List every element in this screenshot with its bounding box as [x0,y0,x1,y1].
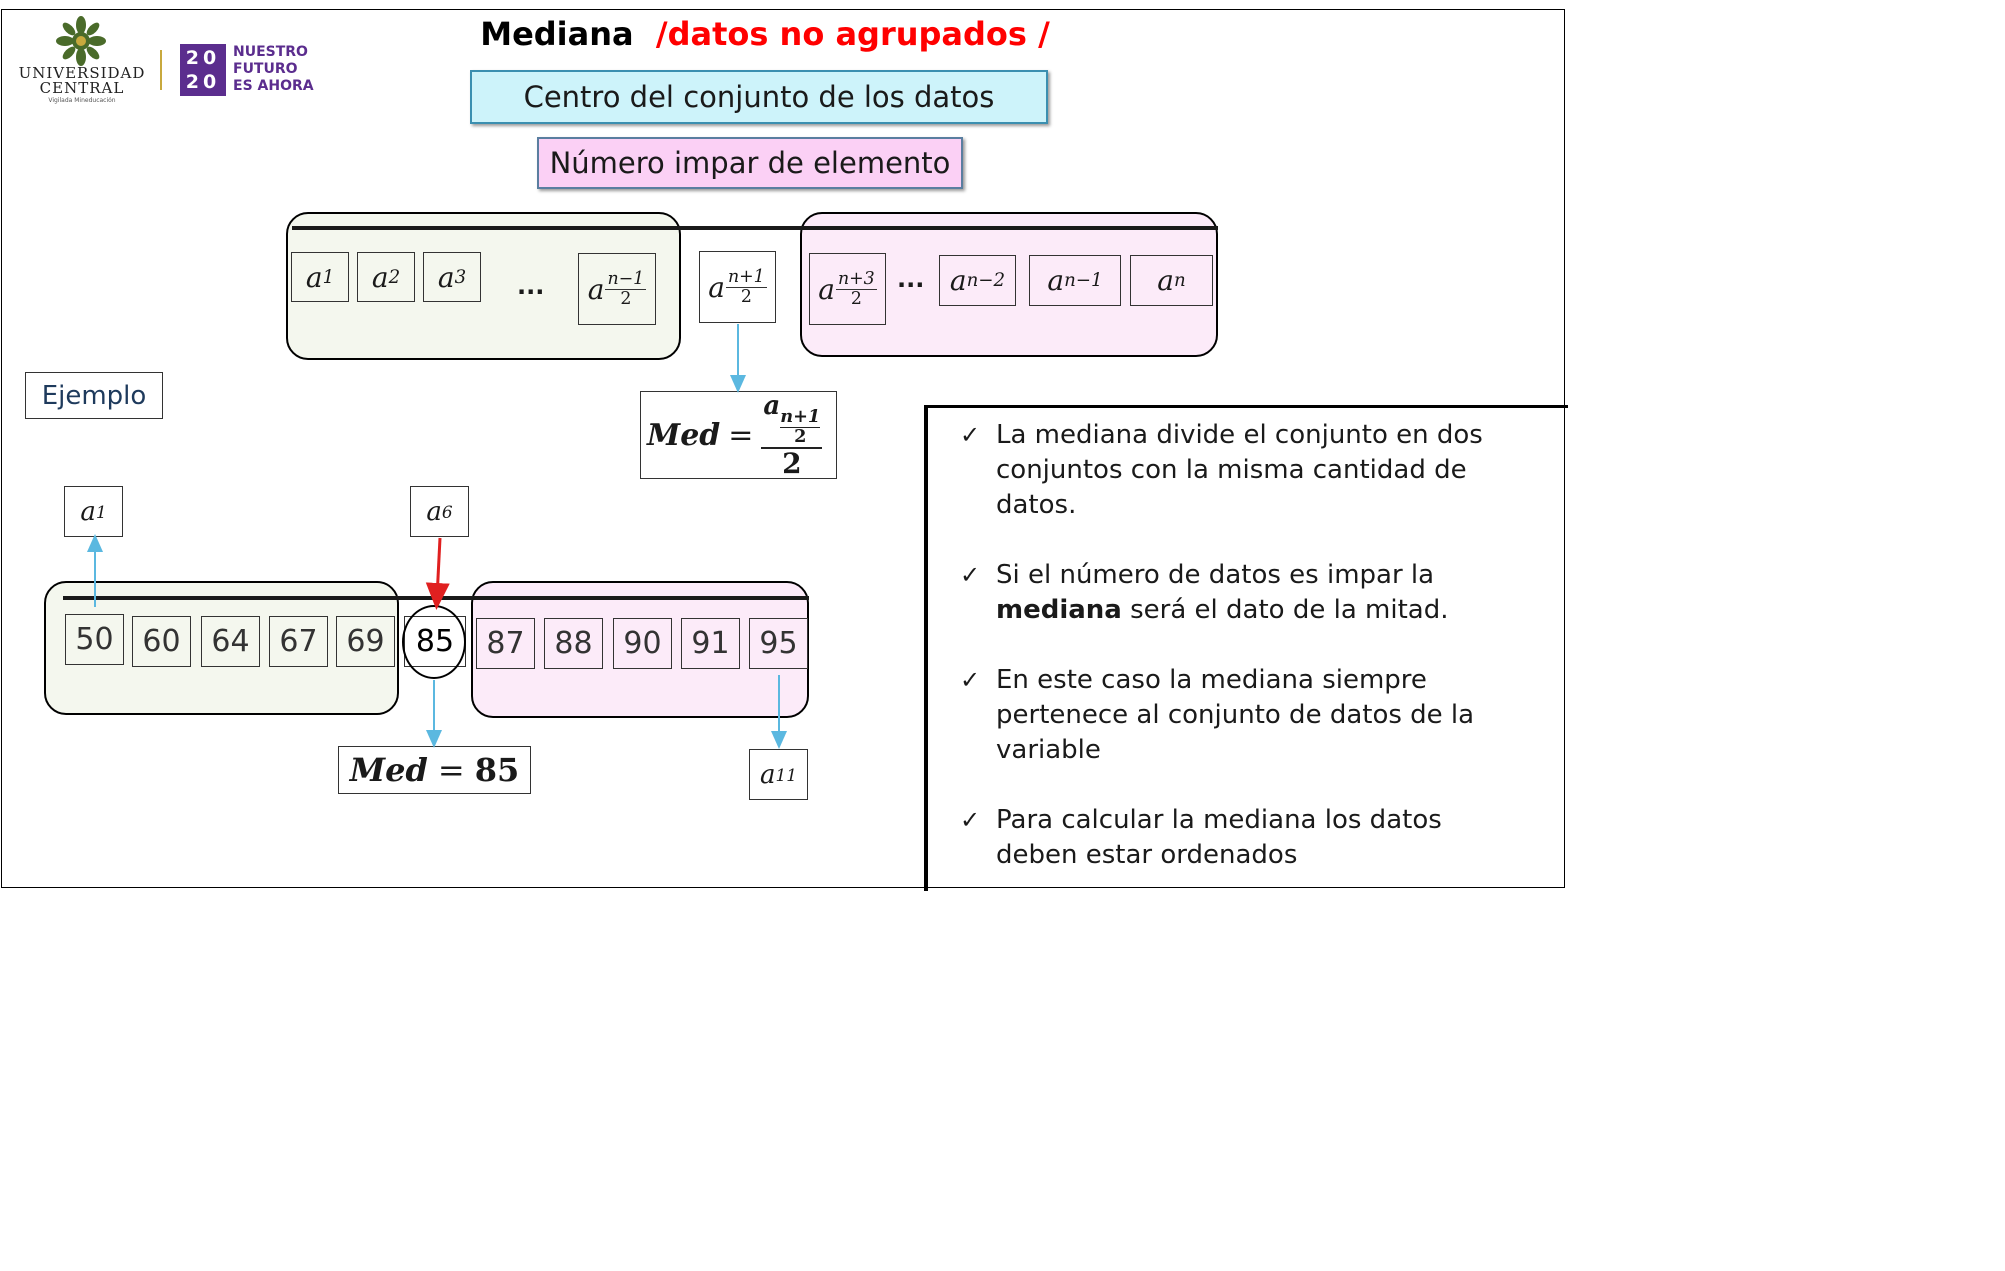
campaign-year-top: 20 [185,47,221,69]
university-name-line2: CENTRAL [39,79,125,97]
page-title: Mediana /datos no agrupados / [0,12,1530,56]
notes-list: ✓ La mediana divide el conjunto en dos c… [960,418,1520,908]
formula-lhs: Med [647,417,721,453]
formula-equals: = [728,417,754,453]
university-name-line1: UNIVERSIDAD [18,64,146,82]
example-value-10: 91 [681,618,740,669]
campaign-year-bottom: 20 [185,71,221,93]
page-title-sub: /datos no agrupados / [655,15,1050,53]
check-icon: ✓ [960,666,981,694]
example-value-1: 50 [65,614,124,665]
example-result-box: Med = 85 [338,746,531,794]
note-item-2: ✓ Si el número de datos es impar la medi… [960,560,1449,625]
example-value-5: 69 [336,616,395,667]
campaign-logo: 20 20 NUESTRO FUTURO ES AHORA [180,44,330,96]
example-value-2: 60 [132,616,191,667]
campaign-line3: ES AHORA [233,78,314,94]
university-logo: UNIVERSIDAD CENTRAL Vigilada Mineducació… [12,16,152,108]
note-item-4: ✓ Para calcular la mediana los datos deb… [960,805,1442,870]
university-crest-icon [56,16,106,66]
general-ellipsis-right: ... [897,265,925,293]
check-icon: ✓ [960,561,981,589]
campaign-line1: NUESTRO [233,44,308,60]
check-icon: ✓ [960,421,981,449]
example-value-4: 67 [269,616,328,667]
example-label: Ejemplo [25,372,163,419]
campaign-year-block: 20 20 [180,44,226,96]
slide-frame [1,9,1565,888]
odd-elements-box: Número impar de elemento [537,137,963,189]
note-item-1: ✓ La mediana divide el conjunto en dos c… [960,420,1483,520]
university-tagline: Vigilada Mineducación [48,97,116,104]
example-upper-group [471,581,809,718]
general-ellipsis-left: ... [517,272,545,300]
sequence-line [292,226,1218,230]
campaign-line2: FUTURO [233,61,298,77]
example-sequence-line [63,596,809,600]
example-value-8: 88 [544,618,603,669]
example-value-11: 95 [749,618,808,669]
example-value-7: 87 [476,618,535,669]
upper-half-group [800,212,1218,357]
example-value-9: 90 [613,618,672,669]
note-item-3: ✓ En este caso la mediana siempre perten… [960,665,1475,765]
example-lower-group [44,581,399,715]
logo-divider [160,50,162,90]
notes-panel-left-border [924,405,928,891]
example-value-3: 64 [201,616,260,667]
lower-half-group [286,212,681,360]
check-icon: ✓ [960,806,981,834]
page-title-main: Mediana [480,15,634,53]
example-median-circle [402,605,466,679]
notes-panel-top-border [924,405,1568,408]
subtitle-box: Centro del conjunto de los datos [470,70,1048,124]
